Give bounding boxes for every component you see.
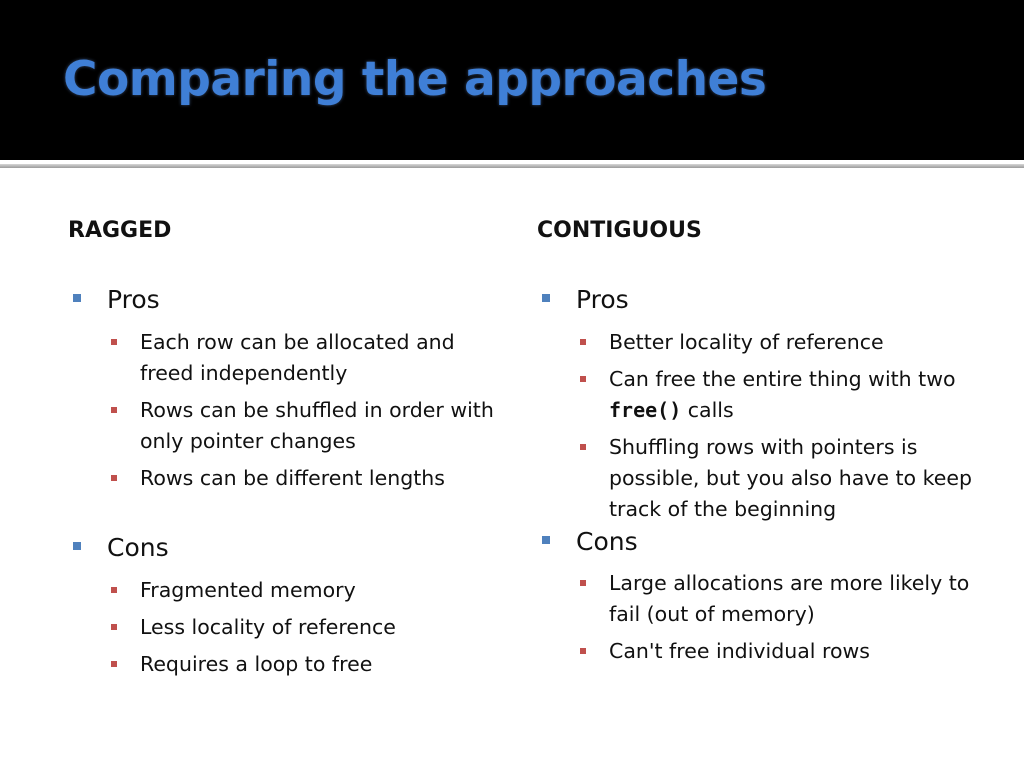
contiguous-pros-item: Pros bbox=[542, 285, 629, 314]
ragged-pros-label: Pros bbox=[107, 285, 160, 314]
ragged-pro-text: Rows can be different lengths bbox=[140, 466, 445, 490]
bullet-small-square-icon bbox=[111, 339, 117, 345]
bullet-square-icon bbox=[542, 536, 550, 544]
contiguous-con-text: Large allocations are more likely to fai… bbox=[609, 571, 970, 626]
ragged-pros-item: Pros bbox=[73, 285, 160, 314]
contiguous-con-item: Large allocations are more likely to fai… bbox=[580, 568, 979, 630]
title-bar: Comparing the approaches bbox=[0, 0, 1024, 160]
bullet-small-square-icon bbox=[111, 407, 117, 413]
bullet-square-icon bbox=[73, 542, 81, 550]
bullet-small-square-icon bbox=[580, 444, 586, 450]
slide-title: Comparing the approaches bbox=[63, 52, 767, 107]
contiguous-cons-item: Cons bbox=[542, 527, 638, 556]
bullet-square-icon bbox=[73, 294, 81, 302]
contiguous-pros-label: Pros bbox=[576, 285, 629, 314]
ragged-pro-item: Rows can be different lengths bbox=[111, 463, 510, 494]
free-code: free() bbox=[609, 398, 682, 422]
contiguous-pro-item: Can free the entire thing with two free(… bbox=[580, 364, 979, 426]
ragged-heading: RAGGED bbox=[68, 218, 172, 243]
ragged-pro-item: Rows can be shuffled in order with only … bbox=[111, 395, 510, 457]
contiguous-con-text: Can't free individual rows bbox=[609, 639, 870, 663]
contiguous-pro-item: Shuffling rows with pointers is possible… bbox=[580, 432, 979, 525]
ragged-pro-item: Each row can be allocated and freed inde… bbox=[111, 327, 510, 389]
ragged-con-text: Less locality of reference bbox=[140, 615, 396, 639]
ragged-pro-text: Each row can be allocated and freed inde… bbox=[140, 330, 455, 385]
contiguous-pro-text: Shuffling rows with pointers is possible… bbox=[609, 435, 972, 521]
bullet-small-square-icon bbox=[580, 580, 586, 586]
ragged-con-item: Less locality of reference bbox=[111, 612, 510, 643]
title-divider bbox=[0, 164, 1024, 168]
contiguous-pro-text-tail: calls bbox=[681, 398, 734, 422]
bullet-square-icon bbox=[542, 294, 550, 302]
ragged-con-item: Fragmented memory bbox=[111, 575, 510, 606]
ragged-cons-item: Cons bbox=[73, 533, 169, 562]
bullet-small-square-icon bbox=[580, 339, 586, 345]
contiguous-con-item: Can't free individual rows bbox=[580, 636, 979, 667]
bullet-small-square-icon bbox=[580, 376, 586, 382]
contiguous-pro-text: Can free the entire thing with two bbox=[609, 367, 956, 391]
contiguous-cons-label: Cons bbox=[576, 527, 638, 556]
ragged-con-text: Fragmented memory bbox=[140, 578, 356, 602]
ragged-con-item: Requires a loop to free bbox=[111, 649, 510, 680]
ragged-pro-text: Rows can be shuffled in order with only … bbox=[140, 398, 494, 453]
bullet-small-square-icon bbox=[111, 661, 117, 667]
bullet-small-square-icon bbox=[111, 624, 117, 630]
ragged-cons-label: Cons bbox=[107, 533, 169, 562]
bullet-small-square-icon bbox=[111, 587, 117, 593]
contiguous-pro-item: Better locality of reference bbox=[580, 327, 979, 358]
bullet-small-square-icon bbox=[111, 475, 117, 481]
contiguous-heading: CONTIGUOUS bbox=[537, 218, 702, 243]
contiguous-pro-text: Better locality of reference bbox=[609, 330, 884, 354]
ragged-con-text: Requires a loop to free bbox=[140, 652, 373, 676]
bullet-small-square-icon bbox=[580, 648, 586, 654]
